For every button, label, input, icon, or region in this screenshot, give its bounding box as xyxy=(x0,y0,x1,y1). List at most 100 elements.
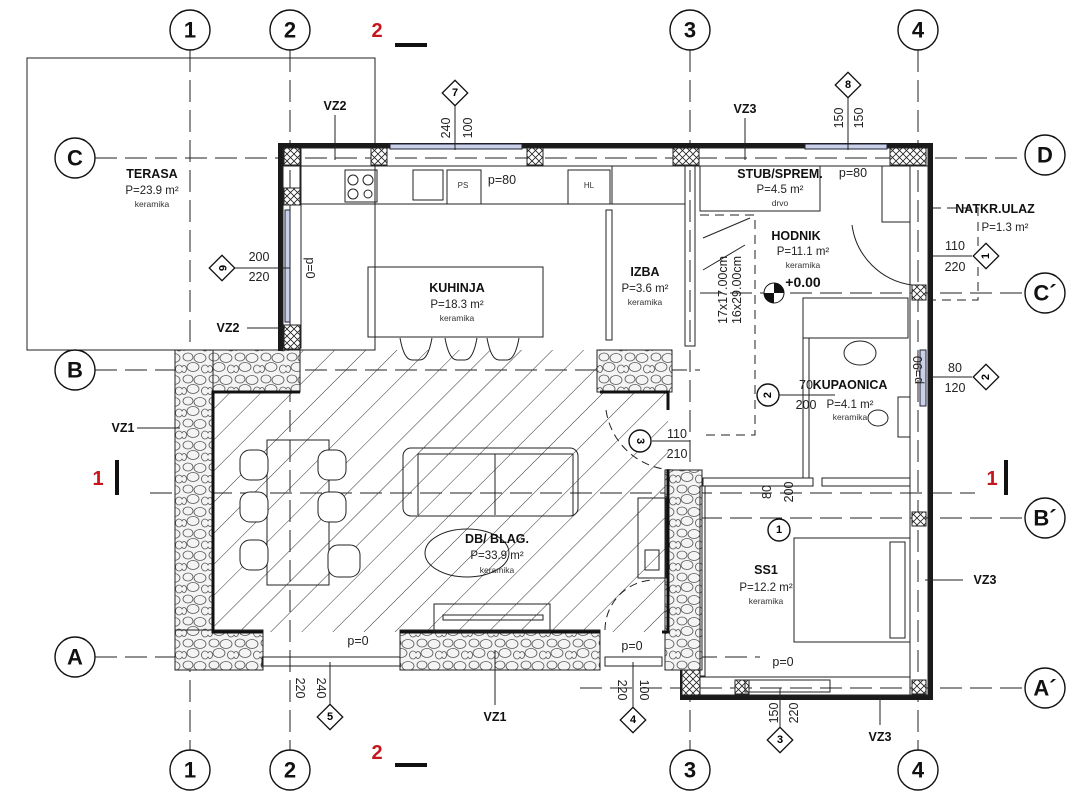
svg-text:SS1: SS1 xyxy=(754,563,778,577)
stairs-spec-2: 16x29.00cm xyxy=(730,256,744,324)
dim-d3-b: 210 xyxy=(667,447,688,461)
grid-bubble-top-2: 2 xyxy=(269,9,311,51)
windows xyxy=(261,143,927,693)
kitchen-fixtures xyxy=(344,169,611,361)
svg-text:3: 3 xyxy=(777,734,783,746)
svg-text:2: 2 xyxy=(284,18,296,43)
window-tag-1: 1 xyxy=(972,242,1000,270)
grid-bubble-bottom-3: 3 xyxy=(669,749,711,791)
svg-text:STUB/SPREM.: STUB/SPREM. xyxy=(737,167,822,181)
dim-d2-b: 200 xyxy=(796,398,817,412)
door-tag-1: 1 xyxy=(767,518,791,542)
room-kupaonica: KUPAONICA P=4.1 m² keramika xyxy=(813,378,888,422)
dim-d1-b: 200 xyxy=(782,482,796,503)
dim-d1-a: 80 xyxy=(760,485,774,499)
room-label-ellipse xyxy=(424,528,510,578)
svg-text:+0.00: +0.00 xyxy=(785,274,821,290)
grid-bubble-B-prime: B´ xyxy=(1024,497,1066,539)
room-natkr-ulaz: NATKR.ULAZ P=1.3 m² xyxy=(955,202,1035,234)
svg-text:B´: B´ xyxy=(1033,506,1056,531)
svg-text:P=3.6 m²: P=3.6 m² xyxy=(622,283,669,295)
interior-partitions xyxy=(299,165,979,677)
svg-text:DB/ BLAG.: DB/ BLAG. xyxy=(465,532,529,546)
window-tag-2: 2 xyxy=(972,363,1000,391)
dim-w4-b: 100 xyxy=(637,680,651,701)
svg-text:8: 8 xyxy=(845,79,851,91)
grid-bubble-bottom-4: 4 xyxy=(897,749,939,791)
dim-w2-a: 80 xyxy=(948,361,962,375)
svg-text:5: 5 xyxy=(327,711,333,723)
section-mark-1-left: 1 xyxy=(92,460,119,495)
svg-text:2: 2 xyxy=(980,374,992,380)
room-stub-sprem: STUB/SPREM. P=4.5 m² drvo xyxy=(737,167,822,208)
svg-text:keramika: keramika xyxy=(833,412,868,422)
svg-text:keramika: keramika xyxy=(135,199,170,209)
svg-text:P=11.1 m²: P=11.1 m² xyxy=(777,246,830,258)
room-kuhinja: KUHINJA P=18.3 m² keramika xyxy=(429,281,485,323)
grid-bubble-A: A xyxy=(54,636,96,678)
svg-text:C´: C´ xyxy=(1033,281,1056,306)
door-tag-2: 2 xyxy=(756,383,835,407)
wall-label-vz2-left: VZ2 xyxy=(217,321,240,335)
label-ps: PS xyxy=(458,181,469,190)
svg-text:4: 4 xyxy=(630,714,637,726)
cooktop xyxy=(344,169,378,203)
grid-bubble-bottom-1: 1 xyxy=(169,749,211,791)
grid-bubble-C: C xyxy=(54,137,96,179)
parapet-kitchen: p=80 xyxy=(488,173,516,187)
wall-label-vz3-bottom: VZ3 xyxy=(869,730,892,744)
svg-text:C: C xyxy=(67,146,83,171)
svg-text:1: 1 xyxy=(184,758,196,783)
dim-w4-a: 220 xyxy=(615,680,629,701)
svg-text:KUPAONICA: KUPAONICA xyxy=(813,378,888,392)
svg-text:IZBA: IZBA xyxy=(630,265,659,279)
svg-text:keramika: keramika xyxy=(440,313,475,323)
svg-text:keramika: keramika xyxy=(480,565,515,575)
svg-text:D: D xyxy=(1037,143,1053,168)
sink xyxy=(412,169,444,201)
grid-bubble-top-4: 4 xyxy=(897,9,939,51)
svg-text:6: 6 xyxy=(216,265,228,271)
window-tag-8: 8 xyxy=(834,71,862,99)
window-tag-3: 3 xyxy=(766,726,794,754)
svg-text:keramika: keramika xyxy=(628,297,663,307)
svg-text:1: 1 xyxy=(776,524,782,536)
parapet-south-2: p=0 xyxy=(621,639,642,653)
wall-label-vz3-right: VZ3 xyxy=(974,573,997,587)
dishwasher xyxy=(446,169,482,205)
door-tag-3: 3 xyxy=(628,429,690,453)
label-hl: HL xyxy=(584,181,595,190)
dim-w3-a: 150 xyxy=(767,703,781,724)
dim-w8-a: 150 xyxy=(832,108,846,129)
svg-text:P=4.1 m²: P=4.1 m² xyxy=(827,399,874,411)
parapet-ss1: p=0 xyxy=(772,655,793,669)
svg-text:B: B xyxy=(67,358,83,383)
dim-w1-b: 220 xyxy=(945,260,966,274)
room-terasa: TERASA P=23.9 m² keramika xyxy=(125,167,179,209)
leader-lines xyxy=(137,97,972,728)
level-marker xyxy=(763,282,785,304)
svg-text:P=23.9 m²: P=23.9 m² xyxy=(125,185,179,197)
dim-w6-b: 220 xyxy=(249,270,270,284)
dim-w2-b: 120 xyxy=(945,381,966,395)
stone-walls xyxy=(174,349,703,671)
svg-text:3: 3 xyxy=(684,758,696,783)
dim-w5-a: 220 xyxy=(293,678,307,699)
svg-text:A´: A´ xyxy=(1033,676,1056,701)
svg-text:2: 2 xyxy=(371,742,382,764)
svg-text:2: 2 xyxy=(284,758,296,783)
grid-bubble-B: B xyxy=(54,349,96,391)
room-izba: IZBA P=3.6 m² keramika xyxy=(622,265,669,307)
window-tag-7: 7 xyxy=(441,79,469,107)
dim-w7-b: 100 xyxy=(461,118,475,139)
svg-text:P=1.3 m²: P=1.3 m² xyxy=(982,222,1029,234)
section-mark-2-top: 2 xyxy=(371,20,427,47)
svg-text:P=12.2 m²: P=12.2 m² xyxy=(739,582,793,594)
stairs-spec-1: 17x17.00cm xyxy=(716,256,730,324)
svg-text:TERASA: TERASA xyxy=(126,167,177,181)
parapet-hall: p=80 xyxy=(839,166,867,180)
kitchen-island xyxy=(367,266,544,338)
svg-text:KUHINJA: KUHINJA xyxy=(429,281,485,295)
svg-text:A: A xyxy=(67,645,83,670)
svg-text:2: 2 xyxy=(371,20,382,42)
